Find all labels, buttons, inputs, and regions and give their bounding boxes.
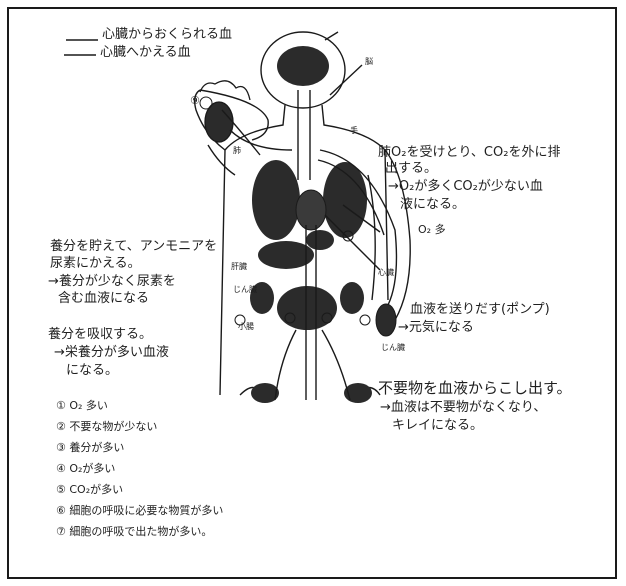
label-brain: 脳 [365, 57, 373, 66]
kidney-note-3: キレイになる。 [392, 419, 483, 434]
list-item: ④ O₂が多い [56, 463, 115, 476]
intestine-note-3: になる。 [66, 364, 118, 379]
lung-note-4: 液になる。 [400, 198, 465, 213]
label-kidney-right: じん臓 [381, 343, 405, 352]
label-heart: 心臓 [378, 268, 394, 277]
right-kidney-shape [340, 282, 364, 314]
blood-vessels [222, 65, 396, 400]
list-item: ⑦ 細胞の呼吸で出た物が多い。 [56, 526, 212, 539]
intestine-note-2: →栄養分が多い血液 [54, 346, 169, 361]
heart-shape [296, 190, 326, 230]
legend-arterial-label: 心臓からおくられる血 [102, 28, 232, 43]
kidney-note-2: →血液は不要物がなくなり、 [380, 401, 546, 416]
o2-many-note: O₂ 多 [418, 224, 446, 237]
label-hand: 手 [350, 126, 358, 135]
brain-shape [277, 46, 329, 86]
list-item: ① O₂ 多い [56, 400, 108, 413]
lung-note-2: 出する。 [385, 162, 437, 177]
label-small-intestine: 小腸 [238, 322, 254, 331]
lung-note-3: →O₂が多くCO₂が少ない血 [388, 180, 543, 195]
marker-9: ⑨ [190, 95, 200, 108]
list-item: ⑤ CO₂が多い [56, 484, 123, 497]
liver-note-2: 尿素にかえる。 [50, 257, 141, 272]
right-hand [376, 304, 396, 336]
heart-note-2: →元気になる [398, 321, 474, 336]
list-item: ⑥ 細胞の呼吸に必要な物質が多い [56, 505, 223, 518]
label-kidney-left: じん臓 [233, 285, 257, 294]
label-liver: 肝臓 [231, 262, 247, 271]
left-leg-vessels [251, 383, 279, 403]
label-lungs: 肺 [233, 146, 241, 155]
liver-note-1: 養分を貯えて、アンモニアを [50, 240, 217, 255]
heart-note-1: 血液を送りだす(ポンプ) [410, 303, 550, 318]
stomach-shape [306, 230, 334, 250]
kidney-note-1: 不要物を血液からこし出す。 [378, 380, 572, 397]
intestine-note-1: 養分を吸収する。 [48, 328, 152, 343]
left-lung-shape [252, 160, 300, 240]
lung-note-1: 肺O₂を受けとり、CO₂を外に排 [378, 146, 560, 161]
list-item: ② 不要な物が少ない [56, 421, 157, 434]
legend-venous-label: 心臓へかえる血 [100, 46, 191, 61]
liver-note-4: 含む血液になる [58, 292, 149, 307]
list-item: ③ 養分が多い [56, 442, 124, 455]
liver-note-3: →養分が少なく尿素を [48, 275, 176, 290]
